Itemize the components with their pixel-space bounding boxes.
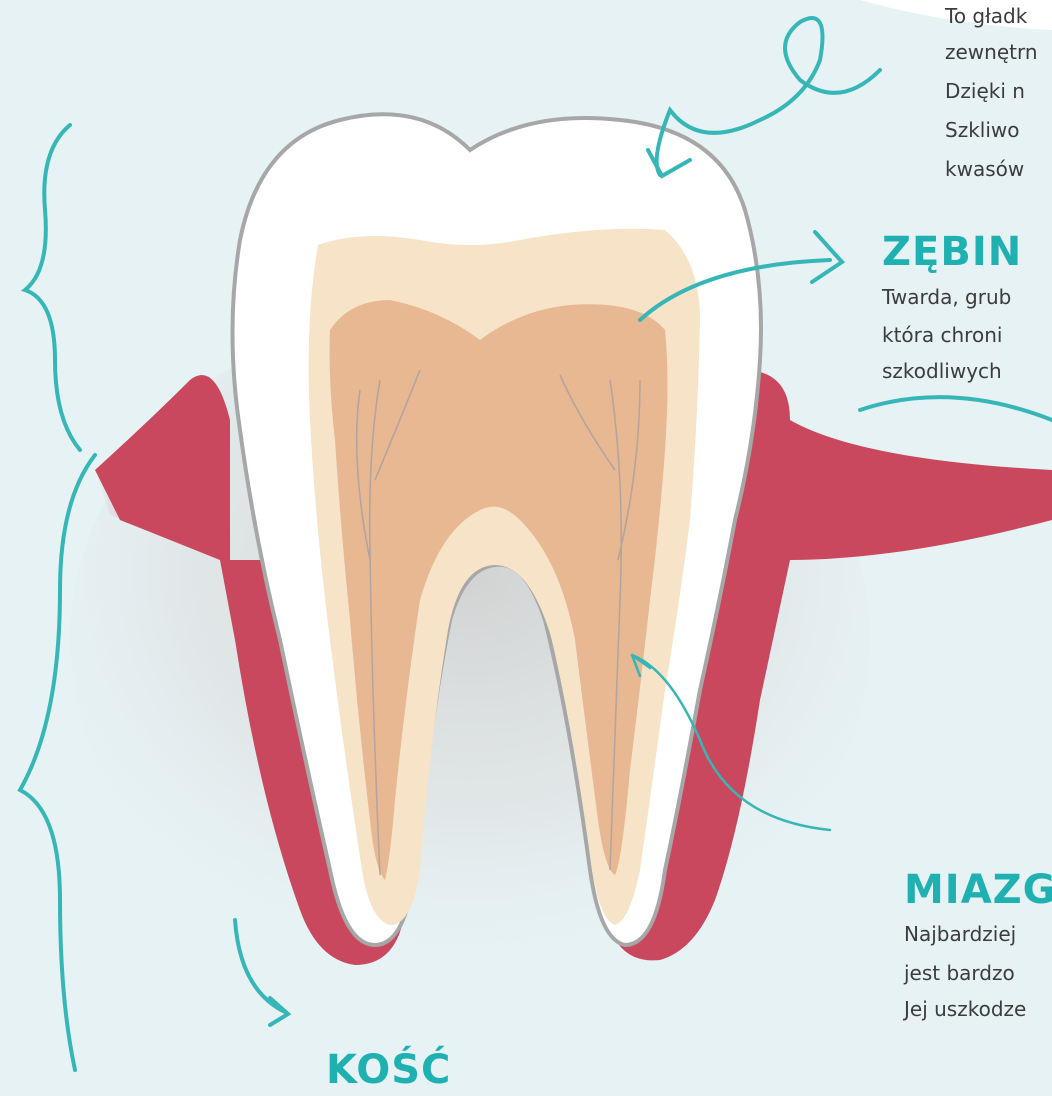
pulp-line-3: Jej uszkodze xyxy=(904,995,1026,1024)
crown-brace xyxy=(25,125,80,450)
dentin-line-2: która chroni xyxy=(882,321,1002,350)
enamel-line-5: kwasów xyxy=(945,155,1024,184)
dentin-line-1: Twarda, grub xyxy=(882,283,1011,312)
enamel-line-3: Dzięki n xyxy=(945,77,1025,106)
root-brace xyxy=(20,455,95,1070)
enamel-line-1: To gładk xyxy=(945,2,1027,31)
bone-arrow-head xyxy=(270,998,288,1025)
dentin-arrow-head xyxy=(812,232,842,282)
bone-heading: KOŚĆ xyxy=(326,1050,451,1090)
dentin-heading: ZĘBIN xyxy=(882,232,1022,272)
dentin-line-3: szkodliwych xyxy=(882,357,1002,386)
pulp-line-2: jest bardzo xyxy=(904,959,1015,988)
pulp-line-1: Najbardziej xyxy=(904,920,1016,949)
enamel-line-4: Szkliwo xyxy=(945,116,1019,145)
gum-arrow xyxy=(860,397,1052,420)
enamel-line-2: zewnętrn xyxy=(945,38,1038,67)
pulp-heading: MIAZG xyxy=(904,870,1052,910)
